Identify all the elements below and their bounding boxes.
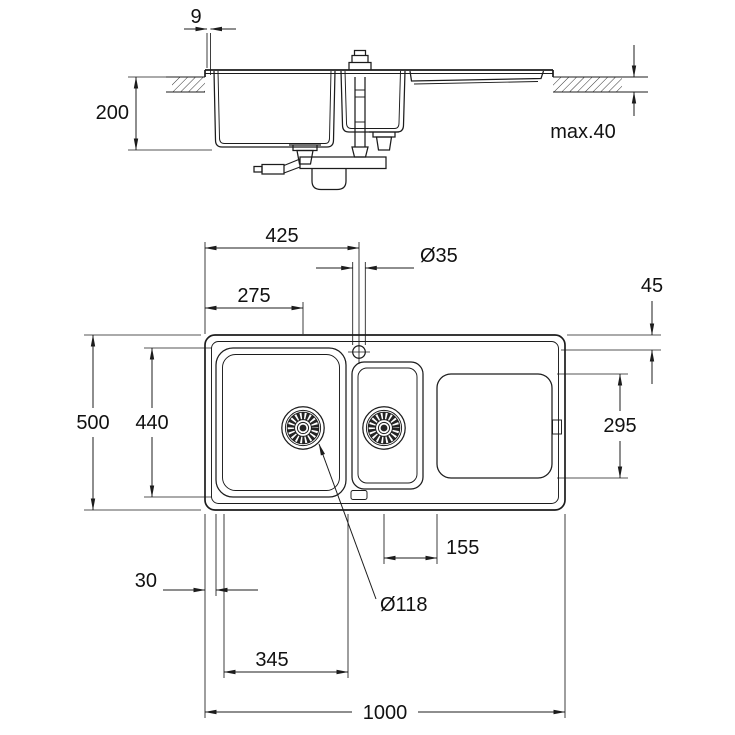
dim-drain-to-drainboard-label: 155 bbox=[446, 537, 479, 559]
dim-overall-width-label: 1000 bbox=[363, 702, 408, 724]
dim-bowl-depth-label: 200 bbox=[96, 102, 129, 124]
dim-inner-depth-label: 440 bbox=[135, 412, 168, 434]
dim-drain-diameter-label: Ø118 bbox=[380, 594, 427, 616]
rim-detail-right bbox=[552, 419, 562, 435]
tap-and-waste-assembly bbox=[253, 49, 399, 191]
dim-drainboard-depth-label: 295 bbox=[603, 415, 636, 437]
dim-bowl-span: 345 bbox=[223, 649, 349, 675]
dim-left-inset-label: 30 bbox=[135, 570, 157, 592]
dim-drain-to-drainboard: 155 bbox=[383, 537, 479, 561]
dim-edge-inset-label: 45 bbox=[641, 275, 663, 297]
sink-inner-rim bbox=[211, 341, 559, 504]
dim-drainboard-depth: 295 bbox=[603, 373, 637, 479]
main-bowl bbox=[215, 347, 347, 498]
dim-rim-lip: 9 bbox=[184, 6, 236, 75]
dim-drain-diameter: Ø118 bbox=[318, 443, 427, 616]
dim-tap-hole-diameter-label: Ø35 bbox=[420, 245, 458, 267]
sink-section-profile bbox=[204, 69, 554, 148]
counter-hatch-right bbox=[553, 77, 622, 92]
counter-hatch-left bbox=[172, 77, 205, 92]
dim-inner-depth: 440 bbox=[135, 347, 169, 498]
extension-lines bbox=[84, 242, 661, 718]
dim-overall-width: 1000 bbox=[204, 702, 566, 724]
section-view: 9 200 max.40 bbox=[96, 6, 648, 191]
dim-drain-offset-label: 275 bbox=[237, 285, 270, 307]
dim-bowl-span-label: 345 bbox=[255, 649, 288, 671]
overflow-detail bbox=[350, 490, 368, 500]
dim-rim-lip-label: 9 bbox=[190, 6, 201, 28]
countertop-left bbox=[166, 76, 205, 93]
half-bowl-drain bbox=[362, 406, 406, 450]
dim-drain-offset: 275 bbox=[204, 285, 304, 311]
sink-outline bbox=[204, 334, 566, 511]
dim-bowl-depth: 200 bbox=[96, 76, 212, 151]
sink-outer-edge bbox=[204, 334, 566, 511]
countertop-right bbox=[553, 76, 648, 93]
dim-counter-thickness: max.40 bbox=[550, 45, 637, 143]
half-bowl bbox=[351, 361, 424, 490]
dim-overall-depth: 500 bbox=[76, 334, 110, 511]
dim-tap-hole-diameter: Ø35 bbox=[316, 245, 458, 271]
dim-tap-hole-offset: 425 bbox=[204, 225, 360, 251]
dim-edge-inset: 45 bbox=[641, 275, 663, 384]
dim-left-inset: 30 bbox=[135, 570, 258, 593]
dim-tap-hole-offset-label: 425 bbox=[265, 225, 298, 247]
dim-overall-depth-label: 500 bbox=[76, 412, 109, 434]
dim-counter-thickness-label: max.40 bbox=[550, 121, 616, 143]
main-bowl-drain bbox=[281, 406, 325, 450]
drainboard bbox=[436, 373, 553, 479]
plan-view: 425 Ø35 275 45 500 440 bbox=[76, 225, 663, 724]
